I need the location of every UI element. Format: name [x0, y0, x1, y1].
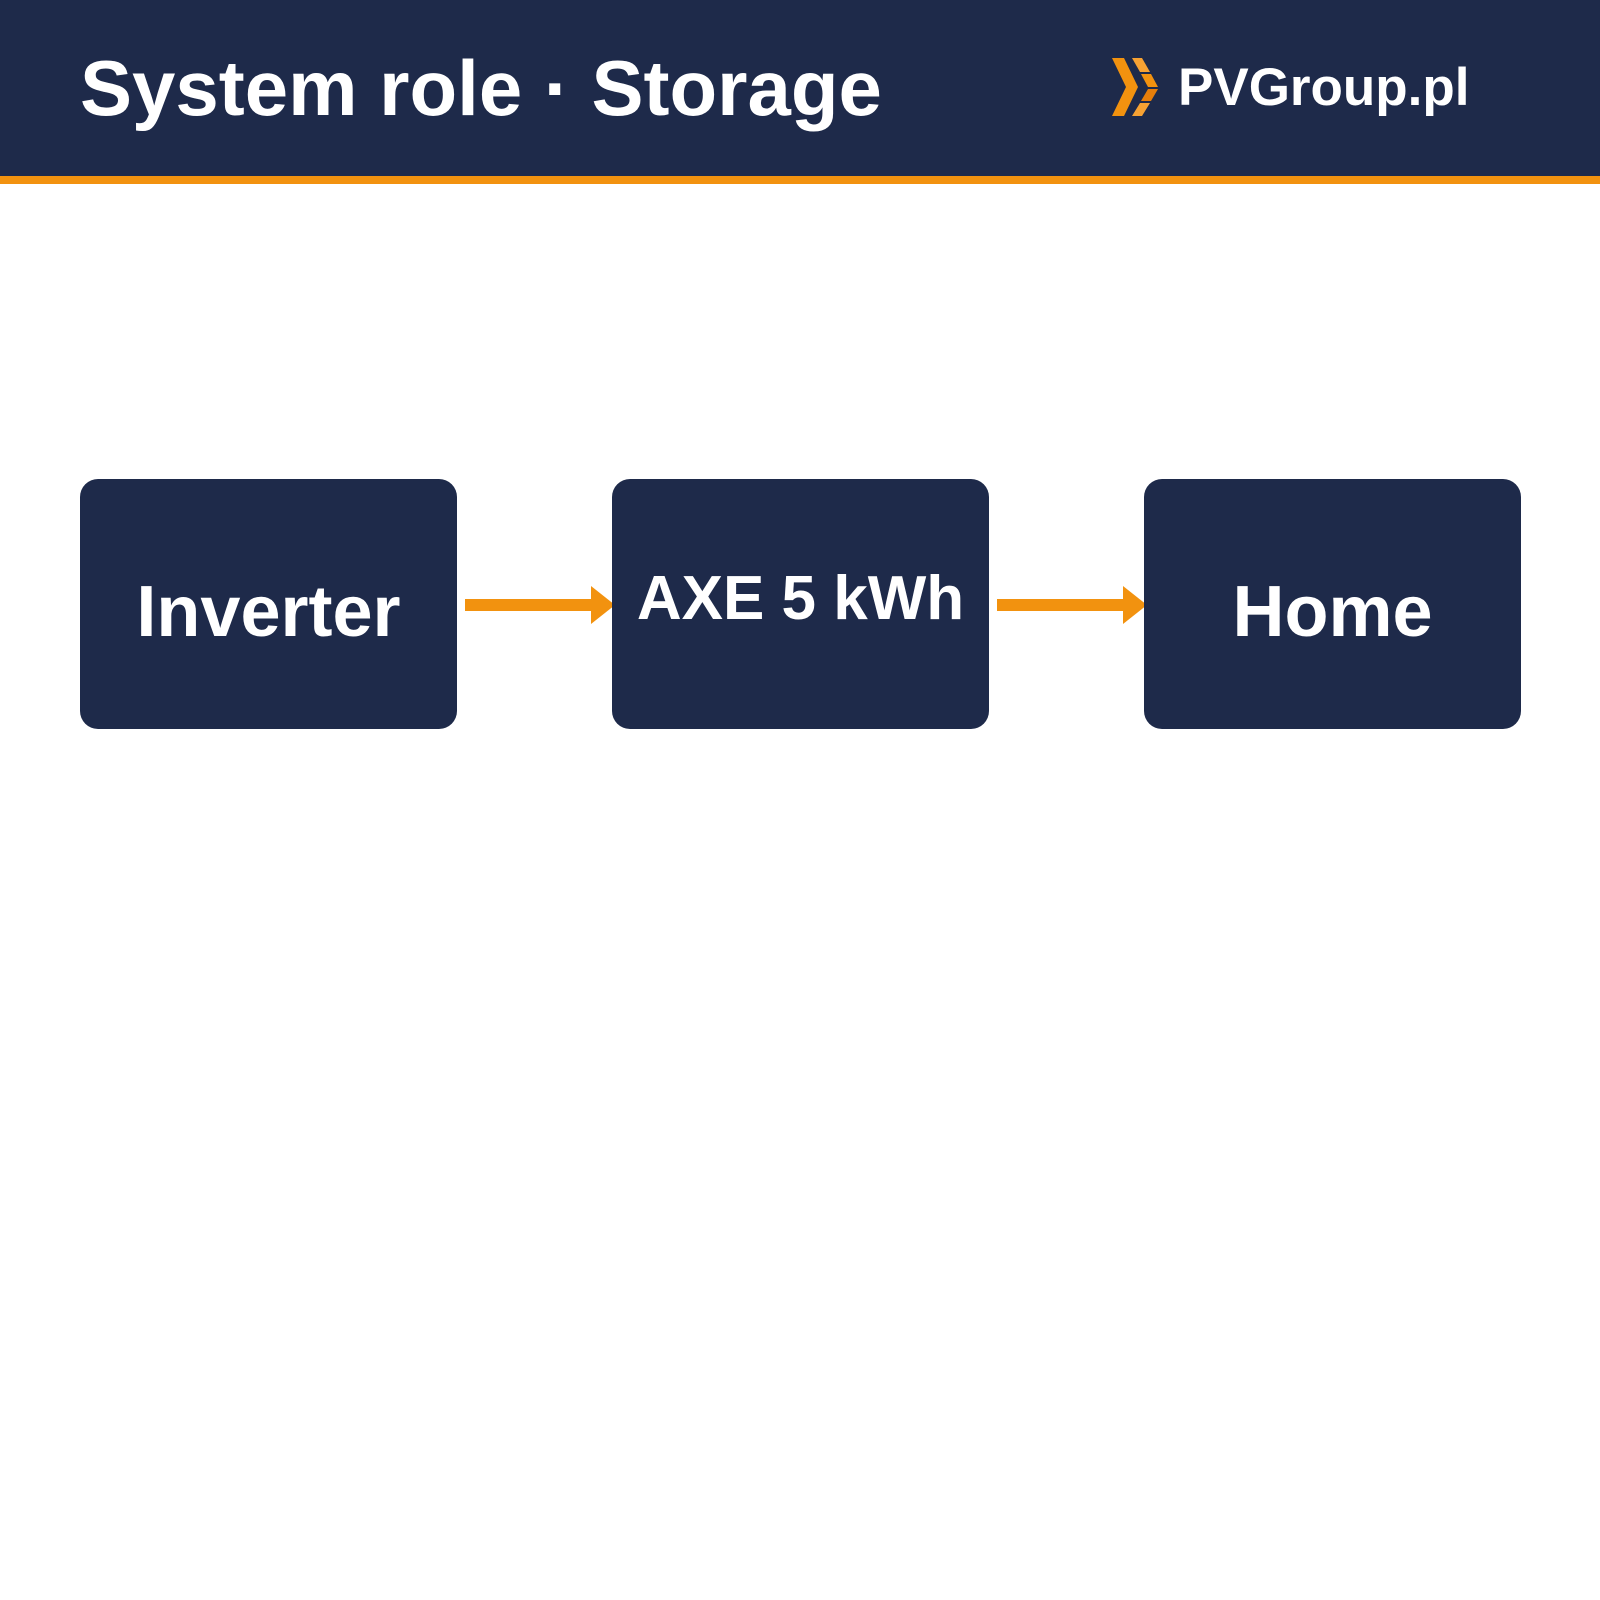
storage-node: AXE 5 kWh [612, 479, 989, 729]
pvgroup-logo-icon [1112, 58, 1158, 116]
inverter-node: Inverter [80, 479, 457, 729]
home-node: Home [1144, 479, 1521, 729]
inverter-node-label: Inverter [136, 572, 401, 652]
storage-node-label: AXE 5 kWh [636, 564, 965, 633]
home-node-label: Home [1232, 572, 1433, 652]
header-bar: System role · Storage PVGroup.pl [0, 0, 1600, 176]
header-accent-rule [0, 176, 1600, 184]
brand-name: PVGroup.pl [1178, 58, 1470, 117]
arrow-right-icon [997, 586, 1147, 624]
arrow-right-icon [465, 586, 615, 624]
page-title: System role · Storage [80, 44, 882, 132]
